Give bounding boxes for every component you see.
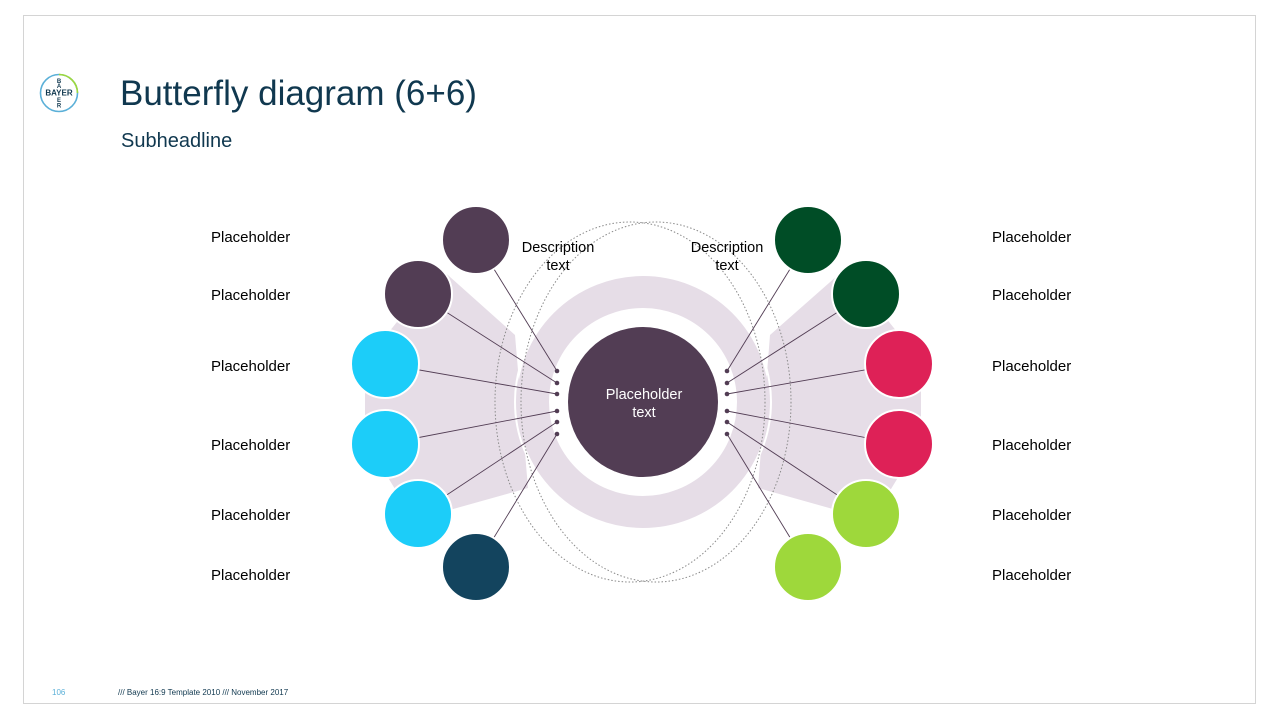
right-item-circle-6 (773, 532, 843, 602)
page-number: 106 (52, 688, 66, 697)
left-dot-2 (554, 380, 560, 386)
center-label-line2: text (632, 405, 656, 421)
center-label: Placeholder text (569, 386, 719, 422)
left-placeholder-2: Placeholder (211, 287, 291, 304)
left-dot-6 (554, 431, 560, 437)
right-dot-4 (724, 408, 730, 414)
svg-text:B: B (57, 79, 62, 85)
right-placeholder-4: Placeholder (992, 437, 1072, 454)
description-left-line2: text (546, 258, 570, 274)
left-dot-4 (554, 408, 560, 414)
left-item-circle-2 (383, 259, 453, 329)
left-dotted-ellipse (494, 221, 766, 583)
page-title: Butterfly diagram (6+6) (120, 74, 477, 113)
description-right: Description text (672, 239, 782, 275)
left-item-circle-5 (383, 479, 453, 549)
right-item-circle-3 (864, 329, 934, 399)
svg-text:R: R (57, 104, 62, 110)
left-placeholder-1: Placeholder (211, 229, 291, 246)
svg-text:A: A (57, 84, 62, 90)
connector-dots (554, 368, 730, 437)
left-item-circle-4 (350, 409, 420, 479)
page-subtitle: Subheadline (121, 130, 233, 152)
right-item-circle-4 (864, 409, 934, 479)
ring-outline (514, 273, 772, 531)
bayer-logo: BAYER B A E R (39, 73, 79, 113)
left-placeholder-5: Placeholder (211, 507, 291, 524)
left-placeholder-4: Placeholder (211, 437, 291, 454)
right-placeholder-1: Placeholder (992, 229, 1072, 246)
left-item-circle-1 (441, 205, 511, 275)
svg-text:BAYER: BAYER (45, 89, 72, 98)
right-dot-2 (724, 380, 730, 386)
center-label-line1: Placeholder (605, 387, 683, 403)
item-circles (350, 205, 934, 602)
center-circle (568, 327, 718, 477)
description-right-line2: text (715, 258, 739, 274)
right-dot-1 (724, 368, 730, 374)
right-dot-6 (724, 431, 730, 437)
left-dot-1 (554, 368, 560, 374)
description-left-line1: Description (521, 240, 595, 256)
right-dot-3 (724, 391, 730, 397)
left-dot-3 (554, 391, 560, 397)
right-placeholder-3: Placeholder (992, 358, 1072, 375)
right-dotted-ellipse (520, 221, 792, 583)
left-item-circle-3 (350, 329, 420, 399)
left-item-circle-6 (441, 532, 511, 602)
right-item-circle-5 (831, 479, 901, 549)
right-dot-5 (724, 419, 730, 425)
right-item-circle-2 (831, 259, 901, 329)
description-right-line1: Description (690, 240, 764, 256)
description-left: Description text (503, 239, 613, 275)
footer-text: /// Bayer 16:9 Template 2010 /// Novembe… (118, 688, 289, 697)
right-placeholder-6: Placeholder (992, 567, 1072, 584)
right-placeholder-5: Placeholder (992, 507, 1072, 524)
left-placeholder-6: Placeholder (211, 567, 291, 584)
right-item-circle-1 (773, 205, 843, 275)
left-dot-5 (554, 419, 560, 425)
right-placeholder-2: Placeholder (992, 287, 1072, 304)
left-placeholder-3: Placeholder (211, 358, 291, 375)
svg-text:E: E (57, 98, 61, 104)
center-ring (517, 276, 769, 528)
